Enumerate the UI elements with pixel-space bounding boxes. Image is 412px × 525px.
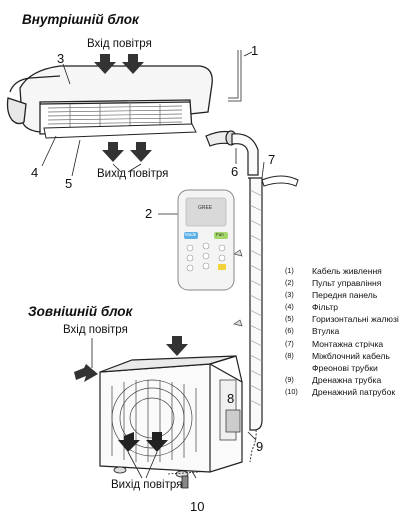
legend-item: (10) Дренажний патрубок [285, 386, 412, 398]
legend-item: (1) Кабель живлення [285, 265, 412, 277]
legend-text: Міжблочний кабель Фреонові трубки [312, 350, 390, 373]
callout-7: 7 [268, 152, 276, 167]
legend-item: (3) Передня панель [285, 289, 412, 301]
callout-9: 9 [256, 439, 264, 454]
remote-brand: GREE [198, 205, 213, 211]
outdoor-air-in-label: Вхід повітря [63, 324, 128, 336]
outdoor-air-out-leaders [127, 451, 158, 479]
refrigerant-pipe [231, 133, 263, 431]
legend-text: Фільтр [312, 302, 338, 313]
legend-text: Передня панель [312, 290, 378, 301]
legend-text: Пульт управління [312, 278, 382, 289]
outdoor-unit [99, 355, 243, 473]
legend-number: (1) [285, 266, 294, 275]
legend-item: (5) Горизонтальні жалюзі [285, 313, 412, 325]
legend-number: (7) [285, 338, 294, 348]
legend-number: (2) [285, 278, 294, 288]
legend-number: (9) [285, 374, 294, 384]
legend-number: (3) [285, 290, 294, 300]
legend-text: Монтажна стрічка [312, 338, 384, 349]
legend-number: (5) [285, 314, 294, 324]
outdoor-feet [113, 466, 189, 478]
drain-pipe [249, 429, 257, 463]
indoor-air-out-label: Вихід повітря [97, 168, 169, 180]
legend-item: (8) Міжблочний кабель Фреонові трубки [285, 350, 412, 374]
legend-text: Втулка [312, 326, 340, 337]
legend-number: (4) [285, 302, 294, 312]
legend-text: Кабель живлення [312, 266, 382, 276]
callout-3: 3 [57, 51, 65, 66]
legend-item: (9) Дренажна трубка [285, 374, 412, 386]
remote-mode-button-label: Mode [185, 232, 197, 237]
outdoor-air-in-arrows [74, 336, 188, 382]
legend-text: Дренажна трубка [312, 374, 382, 385]
drain-nozzle [167, 471, 201, 489]
callout-4: 4 [31, 165, 39, 180]
callout-10: 10 [190, 499, 205, 514]
legend-item: (4) Фільтр [285, 301, 412, 313]
legend-item: (7) Монтажна стрічка [285, 338, 412, 350]
remote-fan-button-label: Fan [216, 232, 224, 237]
parts-legend: (1) Кабель живлення (2) Пульт управління (… [285, 265, 412, 398]
indoor-air-in-arrows [94, 54, 144, 74]
power-cable [228, 50, 242, 102]
mounting-tape [249, 189, 263, 407]
legend-item: (2) Пульт управління [285, 277, 412, 289]
callout-6: 6 [231, 164, 239, 179]
legend-text: Горизонтальні жалюзі [312, 314, 399, 325]
outdoor-side-panel [219, 379, 241, 441]
legend-number: (6) [285, 326, 294, 336]
tape-holder [261, 175, 299, 187]
legend-item: (6) Втулка [285, 325, 412, 337]
legend-text: Дренажний патрубок [312, 386, 396, 397]
wall-clip [233, 249, 243, 327]
legend-number: (8) [285, 350, 294, 360]
horizontal-louver [43, 123, 197, 139]
callout-lines [41, 51, 265, 479]
callout-2: 2 [145, 206, 153, 221]
outdoor-fan-grill [111, 379, 197, 462]
indoor-filter [47, 104, 183, 128]
callout-5: 5 [65, 176, 73, 191]
callout-1: 1 [251, 43, 259, 58]
outdoor-unit-title: Зовнішній блок [28, 304, 133, 319]
indoor-unit-title: Внутрішній блок [22, 12, 139, 27]
legend-number: (10) [285, 386, 298, 396]
callout-8: 8 [227, 391, 235, 406]
remote-control [177, 189, 235, 291]
outdoor-air-out-label: Вихід повітря [111, 479, 183, 491]
outdoor-air-out-arrows [118, 432, 168, 452]
indoor-air-out-arrows [102, 142, 152, 162]
indoor-air-in-label: Вхід повітря [87, 38, 152, 50]
